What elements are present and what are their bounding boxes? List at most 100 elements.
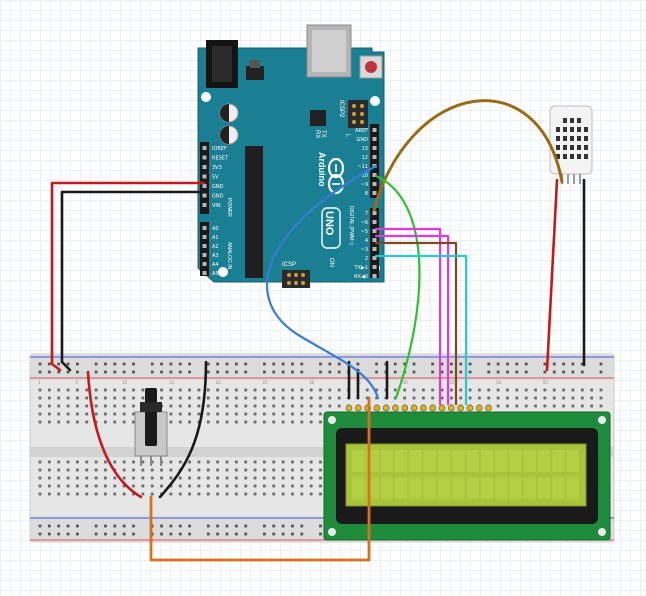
rail-hole [57,524,61,528]
grille-slot [570,145,574,150]
rail-hole [431,362,435,366]
wire-gnd-black [60,190,206,372]
rail-hole [468,362,472,366]
rail-hole [57,362,61,366]
header-pin [202,226,207,230]
breadboard-hole [169,388,173,392]
rail-hole [104,370,107,374]
breadboard-hole [104,484,107,488]
grille-slot [570,118,574,123]
breadboard-hole [57,460,61,464]
lcd-character-cell [423,477,436,499]
breadboard-hole [57,476,61,480]
rail-hole [300,524,304,528]
rail-hole [178,370,182,374]
header-pin [372,155,377,159]
header-pin [202,174,207,179]
breadboard-hole [216,468,220,472]
capacitor-mark [220,104,229,122]
breadboard-hole [85,460,89,464]
breadboard-hole [543,404,547,408]
breadboard-hole [440,396,444,400]
header-pin [372,265,377,269]
breadboard-hole [225,396,229,400]
breadboard-hole [216,412,220,416]
power-pin-label: 5V [212,175,219,181]
top-power-rail [30,354,614,380]
lcd-pin [382,404,390,412]
breadboard-hole [66,484,70,488]
lcd-mount-hole [598,416,606,424]
breadboard-hole [38,396,42,400]
center-channel [30,447,614,457]
breadboard-hole [122,420,126,424]
rail-hole [169,370,173,374]
breadboard-hole [141,484,145,488]
grille-slot [584,154,588,159]
lcd-character-cell [466,477,479,499]
lcd-character-cell [352,477,365,499]
rail-hole [281,362,285,366]
breadboard-hole [197,388,201,392]
breadboard-hole [94,396,98,400]
breadboard-hole [113,476,117,480]
rail-hole [263,362,266,366]
header-pin [202,165,207,169]
reset-button-cap[interactable] [365,61,377,73]
column-number: 45 [449,380,455,385]
breadboard-hole [309,420,313,424]
breadboard-hole [244,388,248,392]
potentiometer-shaft[interactable] [145,388,157,446]
breadboard-hole [263,412,266,416]
breadboard-hole [319,388,322,392]
breadboard-hole [281,460,285,464]
rail-hole [225,362,229,366]
rail-hole [169,532,173,536]
rail-hole [459,362,463,366]
breadboard-hole [122,476,126,480]
breadboard-hole [104,468,107,472]
breadboard-hole [160,388,163,392]
breadboard-hole [319,420,322,424]
rail-hole [291,532,294,536]
header-pin [202,235,207,239]
rail-hole [150,370,154,374]
breadboard-hole [178,388,182,392]
digital-header-top [370,124,379,198]
tx-label: TX [320,130,326,138]
breadboard-hole [272,396,276,400]
rail-hole [328,362,332,366]
column-number: 5 [75,380,78,385]
breadboard-hole [337,388,341,392]
breadboard-hole [47,420,51,424]
breadboard-hole [169,396,173,400]
breadboard-hole [76,484,79,488]
header-pin [372,229,377,233]
breadboard-hole [534,404,537,408]
breadboard-hole [57,404,61,408]
breadboard-hole [234,420,238,424]
breadboard-hole [216,460,220,464]
breadboard-hole [85,388,89,392]
breadboard-hole [272,412,276,416]
icsp-header [282,270,310,288]
wire-pot-gnd-black [158,360,208,499]
breadboard-hole [272,460,276,464]
rail-hole [38,532,42,536]
breadboard-hole [104,396,107,400]
breadboard-hole [57,396,61,400]
breadboard-hole [244,468,248,472]
breadboard-hole [234,492,238,496]
column-number: 20 [216,380,222,385]
rail-hole [216,370,220,374]
breadboard-hole [272,388,276,392]
lcd-character-cell [509,477,522,499]
breadboard-hole [38,460,42,464]
rail-hole [38,370,42,374]
rail-hole [216,532,220,536]
lcd-pin [373,404,381,412]
breadboard-hole [47,476,51,480]
breadboard-hole [459,388,463,392]
breadboard-hole [94,476,98,480]
